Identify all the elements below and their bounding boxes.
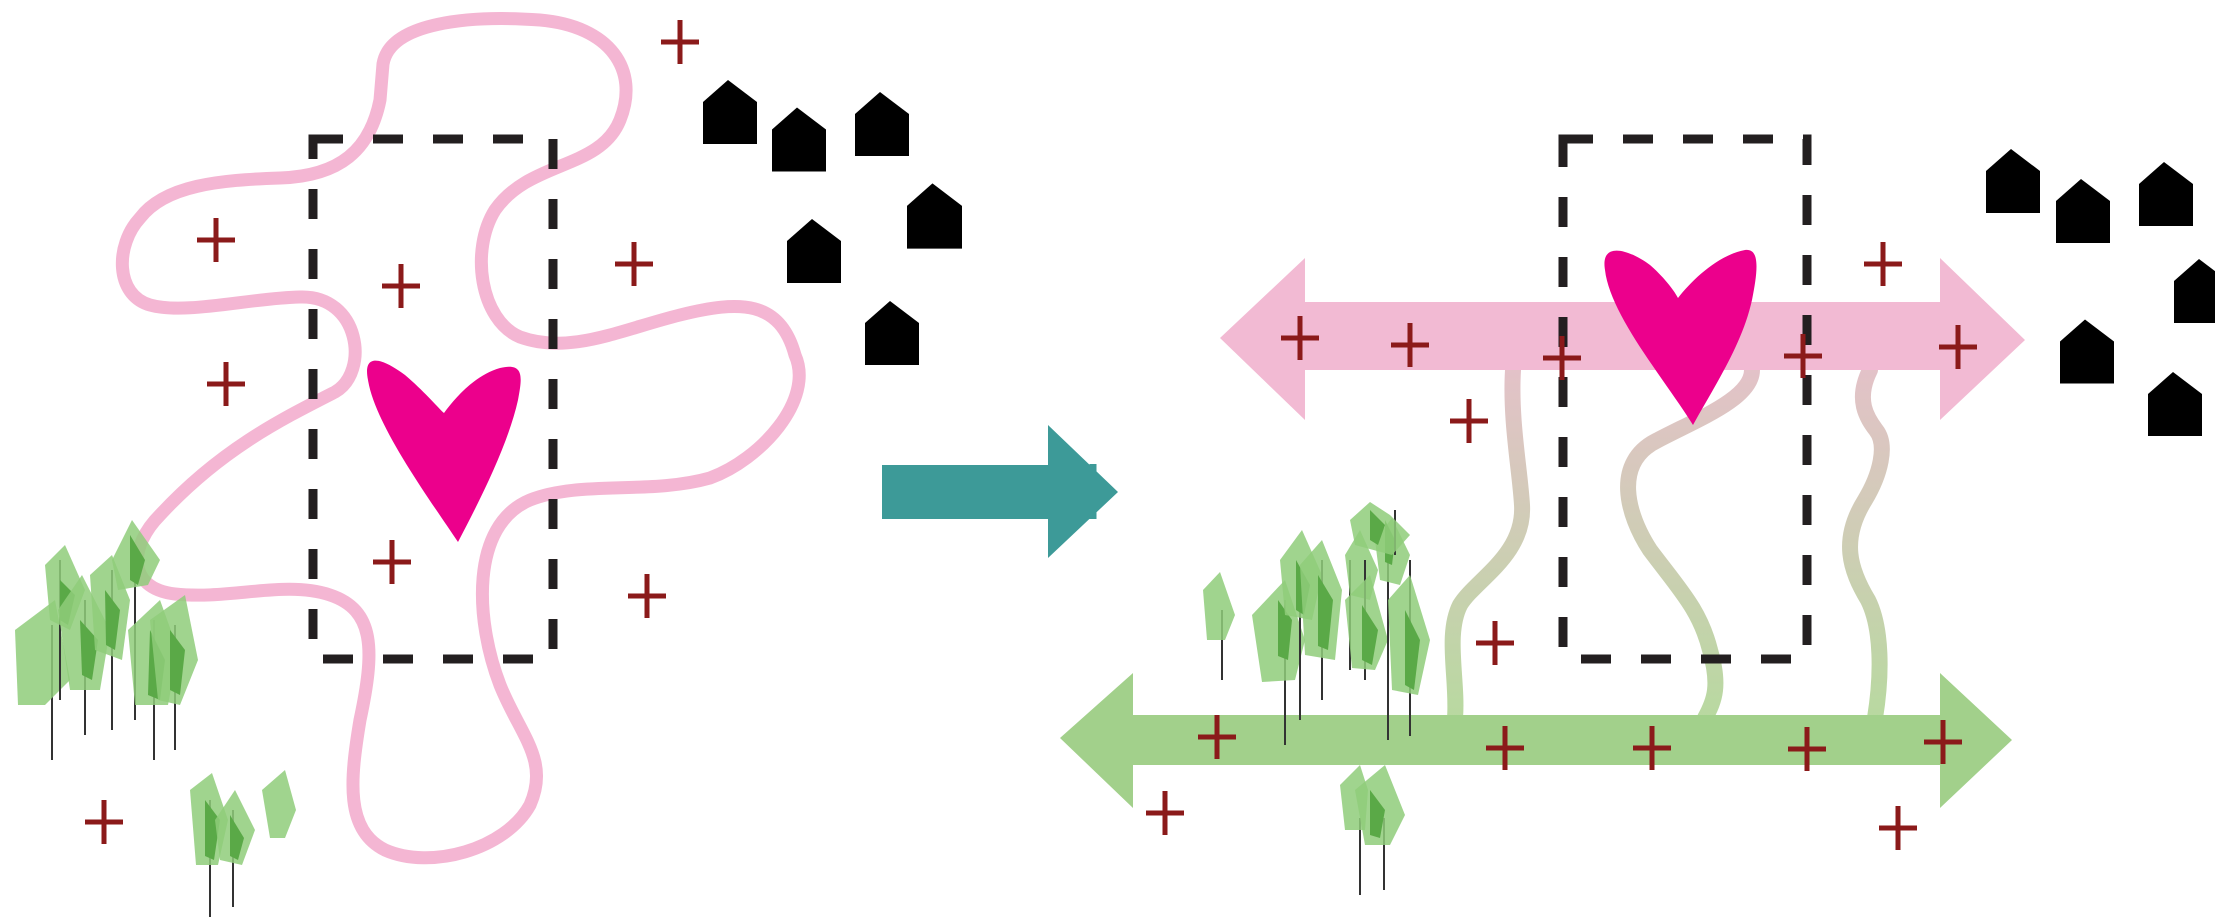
plus-icon (85, 800, 123, 844)
house-icon (2056, 179, 2110, 243)
house-icon (2060, 319, 2114, 384)
plus-icon (1486, 726, 1524, 770)
plus-icon (1784, 334, 1822, 378)
house-icon (2174, 259, 2215, 323)
before-panel (15, 12, 962, 917)
tree-icon (1203, 572, 1235, 680)
house-icon (1986, 149, 2040, 213)
house-cluster-before (703, 80, 962, 365)
right-arrow-icon (882, 425, 1118, 558)
tree-icon (1340, 765, 1405, 895)
tree-icon (58, 575, 110, 735)
heart-icon (1604, 249, 1757, 425)
plus-icon (1198, 715, 1236, 759)
pink-band-arrow (1220, 258, 2025, 420)
house-icon (787, 219, 841, 283)
tree-icon (215, 790, 255, 907)
tree-icon (1345, 560, 1388, 680)
tree-cluster-before (15, 520, 296, 917)
plus-icon (1788, 727, 1826, 771)
house-icon (703, 80, 757, 144)
connector-paths (1444, 362, 1890, 726)
plus-icon (1924, 720, 1962, 764)
plus-icon (1543, 336, 1581, 380)
house-icon (772, 107, 826, 172)
house-icon (907, 183, 962, 249)
plus-icon (382, 264, 420, 308)
plus-icon (628, 574, 666, 618)
house-icon (2148, 372, 2202, 436)
house-icon (855, 92, 909, 156)
house-icon (865, 301, 919, 365)
plus-icon (1939, 325, 1977, 369)
plus-icon (197, 218, 235, 262)
house-cluster-after (1986, 149, 2215, 436)
plus-icon (615, 242, 653, 286)
plus-icon (1476, 621, 1514, 665)
tree-icon (150, 595, 198, 750)
transition-arrow (882, 425, 1118, 558)
plus-icon (1391, 323, 1429, 367)
plus-icon (1281, 316, 1319, 360)
tree-icon (1350, 502, 1410, 555)
plus-icon (1879, 806, 1917, 850)
dashed-frame-before (308, 134, 558, 664)
house-icon (2139, 162, 2193, 226)
plus-icon (207, 362, 245, 406)
tree-icon (15, 600, 70, 760)
tree-icon (1300, 540, 1342, 700)
plus-markers-after (1146, 242, 1977, 850)
plus-icon (1450, 399, 1488, 443)
after-panel (1060, 134, 2215, 895)
plus-icon (1864, 242, 1902, 286)
plus-markers-before (85, 20, 699, 844)
plus-icon (373, 540, 411, 584)
green-band-arrow (1060, 673, 2012, 808)
winding-pink-path (115, 12, 806, 865)
tree-icon (1388, 560, 1430, 736)
plus-icon (1146, 791, 1184, 835)
dashed-frame-after (1558, 134, 1812, 664)
plus-icon (661, 20, 699, 64)
heart-icon (367, 360, 521, 542)
plus-icon (1633, 726, 1671, 770)
tree-cluster-after (1203, 502, 1430, 895)
tree-icon (262, 770, 296, 838)
